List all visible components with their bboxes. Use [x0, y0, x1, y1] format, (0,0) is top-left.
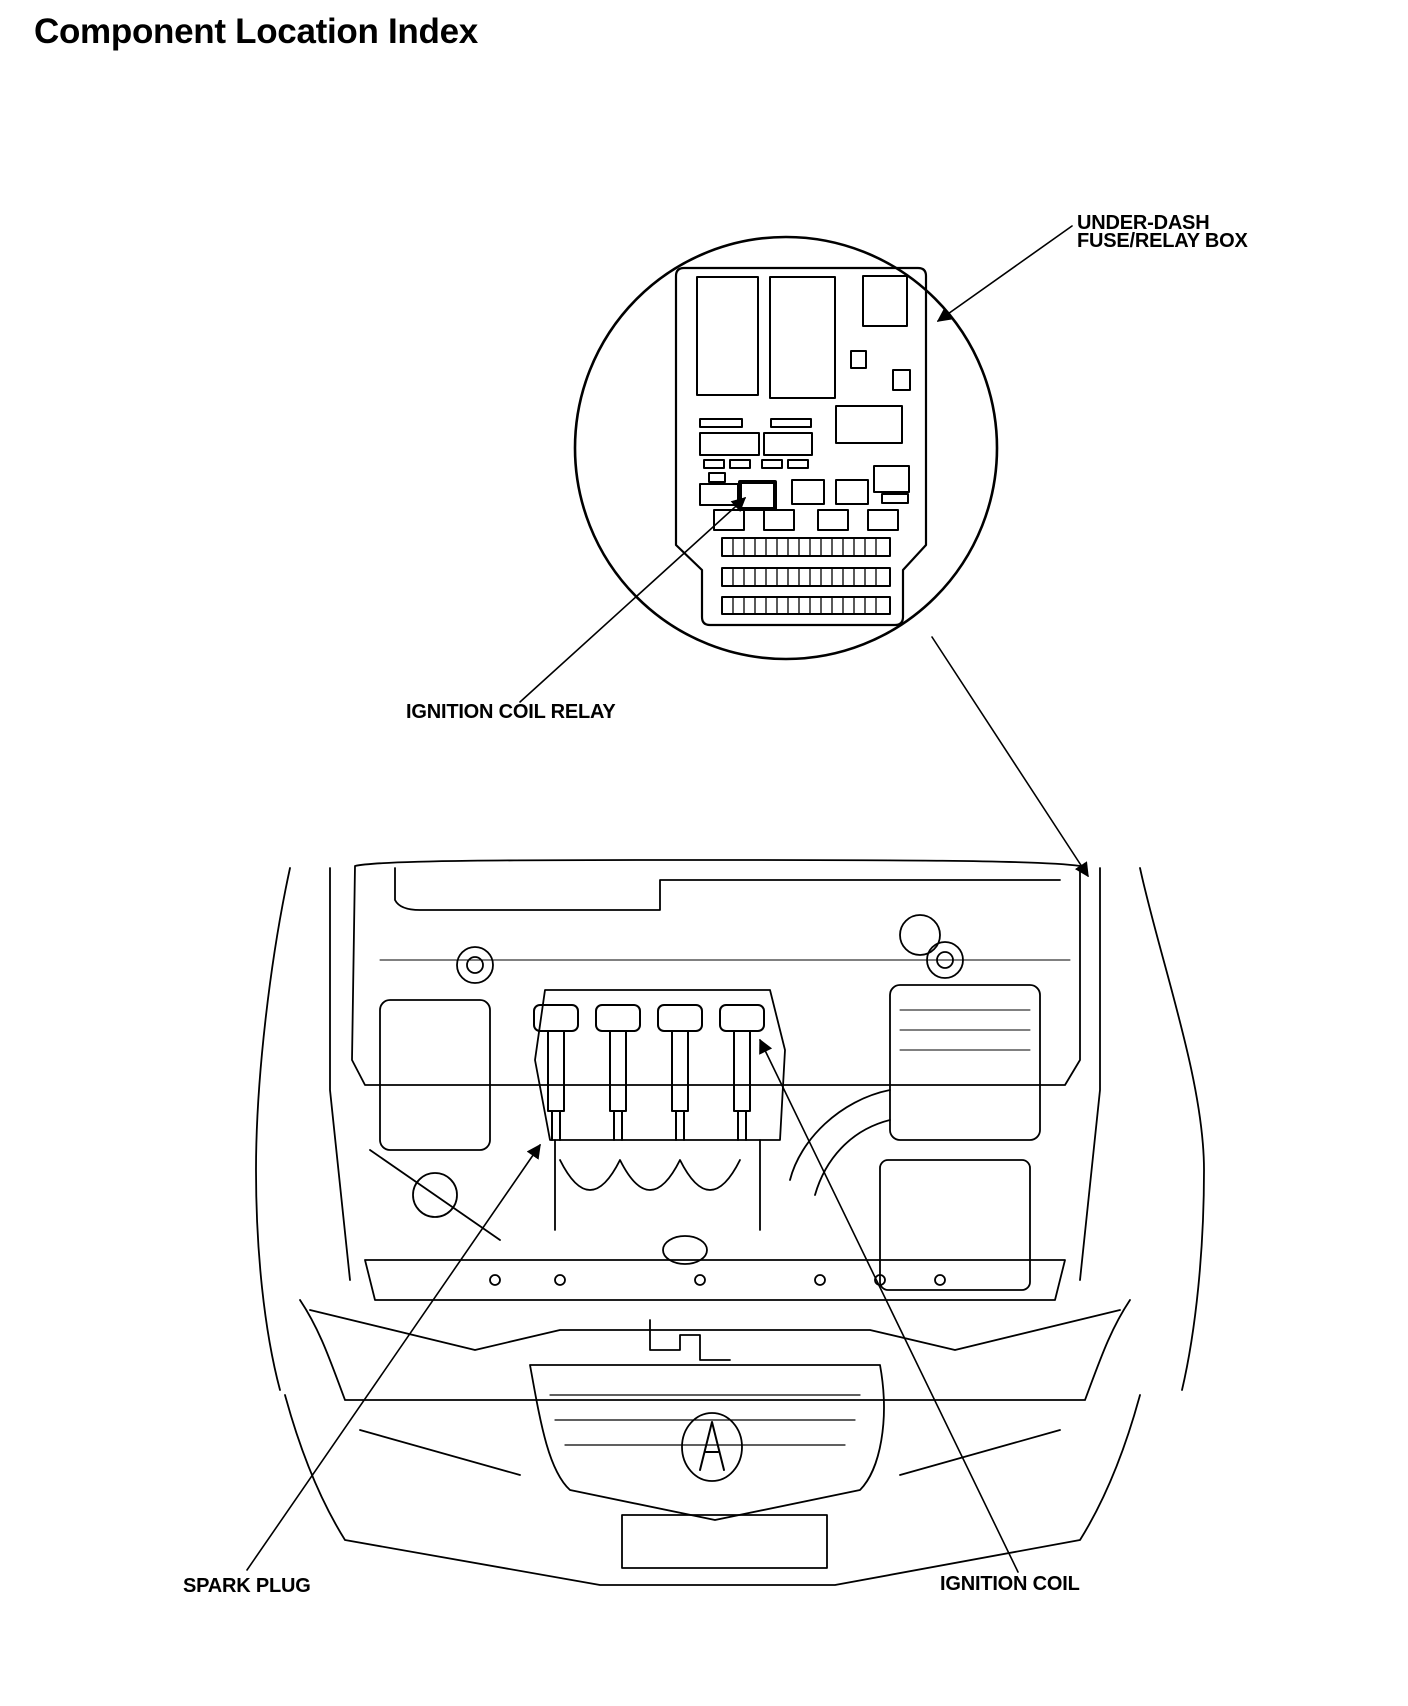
mini-fuse — [788, 460, 808, 468]
ignition-coil-label: IGNITION COIL — [940, 1573, 1080, 1595]
leader-lines — [247, 226, 1088, 1572]
ignition-coil-relay — [740, 482, 775, 509]
ignition-coil-4 — [720, 1005, 764, 1140]
mini-fuse — [771, 419, 811, 427]
relay-small — [882, 494, 908, 503]
relay-mid-center — [764, 433, 812, 455]
mini-fuse — [762, 460, 782, 468]
front-bumper — [300, 1300, 1130, 1400]
relay-small — [764, 510, 794, 530]
relay-small — [714, 510, 744, 530]
ignition-coil-3 — [658, 1005, 702, 1140]
inset-circle — [575, 237, 997, 659]
fuse-relay-label-line2: FUSE/RELAY BOX — [1077, 230, 1248, 252]
relay-mid-left — [700, 433, 759, 455]
small-block-a — [851, 351, 866, 368]
relay-small — [868, 510, 898, 530]
intake-runners — [555, 1140, 760, 1230]
grille — [530, 1365, 884, 1520]
page-title: Component Location Index — [34, 12, 478, 51]
small-block-b — [893, 370, 910, 390]
ignition-coil-2 — [596, 1005, 640, 1140]
ignition-coils — [534, 1005, 764, 1140]
leader-inset-to-car — [932, 637, 1088, 878]
relay-large-1 — [697, 277, 758, 395]
leader-ignition-coil-relay — [520, 497, 747, 702]
fuse-box-outline — [676, 268, 926, 625]
fuse-row-2 — [722, 568, 890, 586]
hood-opening — [352, 860, 1080, 1085]
under-dash-fuse-relay-box-label: UNDER-DASH FUSE/RELAY BOX — [1077, 212, 1248, 252]
leader-fuse-relay-box — [936, 226, 1072, 322]
fuse-relay-label-line1: UNDER-DASH — [1077, 212, 1210, 234]
car-front-view — [256, 860, 1204, 1585]
engine-cover — [535, 990, 785, 1140]
mini-fuse — [704, 460, 724, 468]
relay-small — [709, 473, 725, 482]
air-cleaner-box — [890, 985, 1040, 1140]
right-fender — [1140, 868, 1204, 1390]
relay-large-2 — [770, 277, 835, 398]
leader-spark-plug — [247, 1143, 541, 1570]
leader-ignition-coil — [759, 1038, 1018, 1572]
fuse-row-dividers — [733, 538, 876, 614]
fuse-row-1 — [722, 538, 890, 556]
relay-small — [792, 480, 824, 504]
mini-fuse — [730, 460, 750, 468]
license-plate — [622, 1515, 827, 1568]
ignition-coil-relay-label: IGNITION COIL RELAY — [406, 701, 616, 723]
relay-small — [700, 484, 738, 505]
relay-top-right — [863, 276, 907, 326]
mini-fuse — [700, 419, 742, 427]
radiator-support — [365, 1260, 1065, 1300]
fuse-row-3 — [722, 597, 890, 614]
relay-small — [874, 466, 909, 492]
spark-plug-label: SPARK PLUG — [183, 1575, 311, 1597]
relay-mid-right — [836, 406, 902, 443]
left-fender — [256, 868, 290, 1390]
fuse-box-inset — [575, 237, 997, 659]
relay-small — [818, 510, 848, 530]
relay-small — [836, 480, 868, 504]
intake-hose — [790, 1090, 890, 1195]
ignition-coil-1 — [534, 1005, 578, 1140]
brand-emblem — [682, 1413, 742, 1481]
